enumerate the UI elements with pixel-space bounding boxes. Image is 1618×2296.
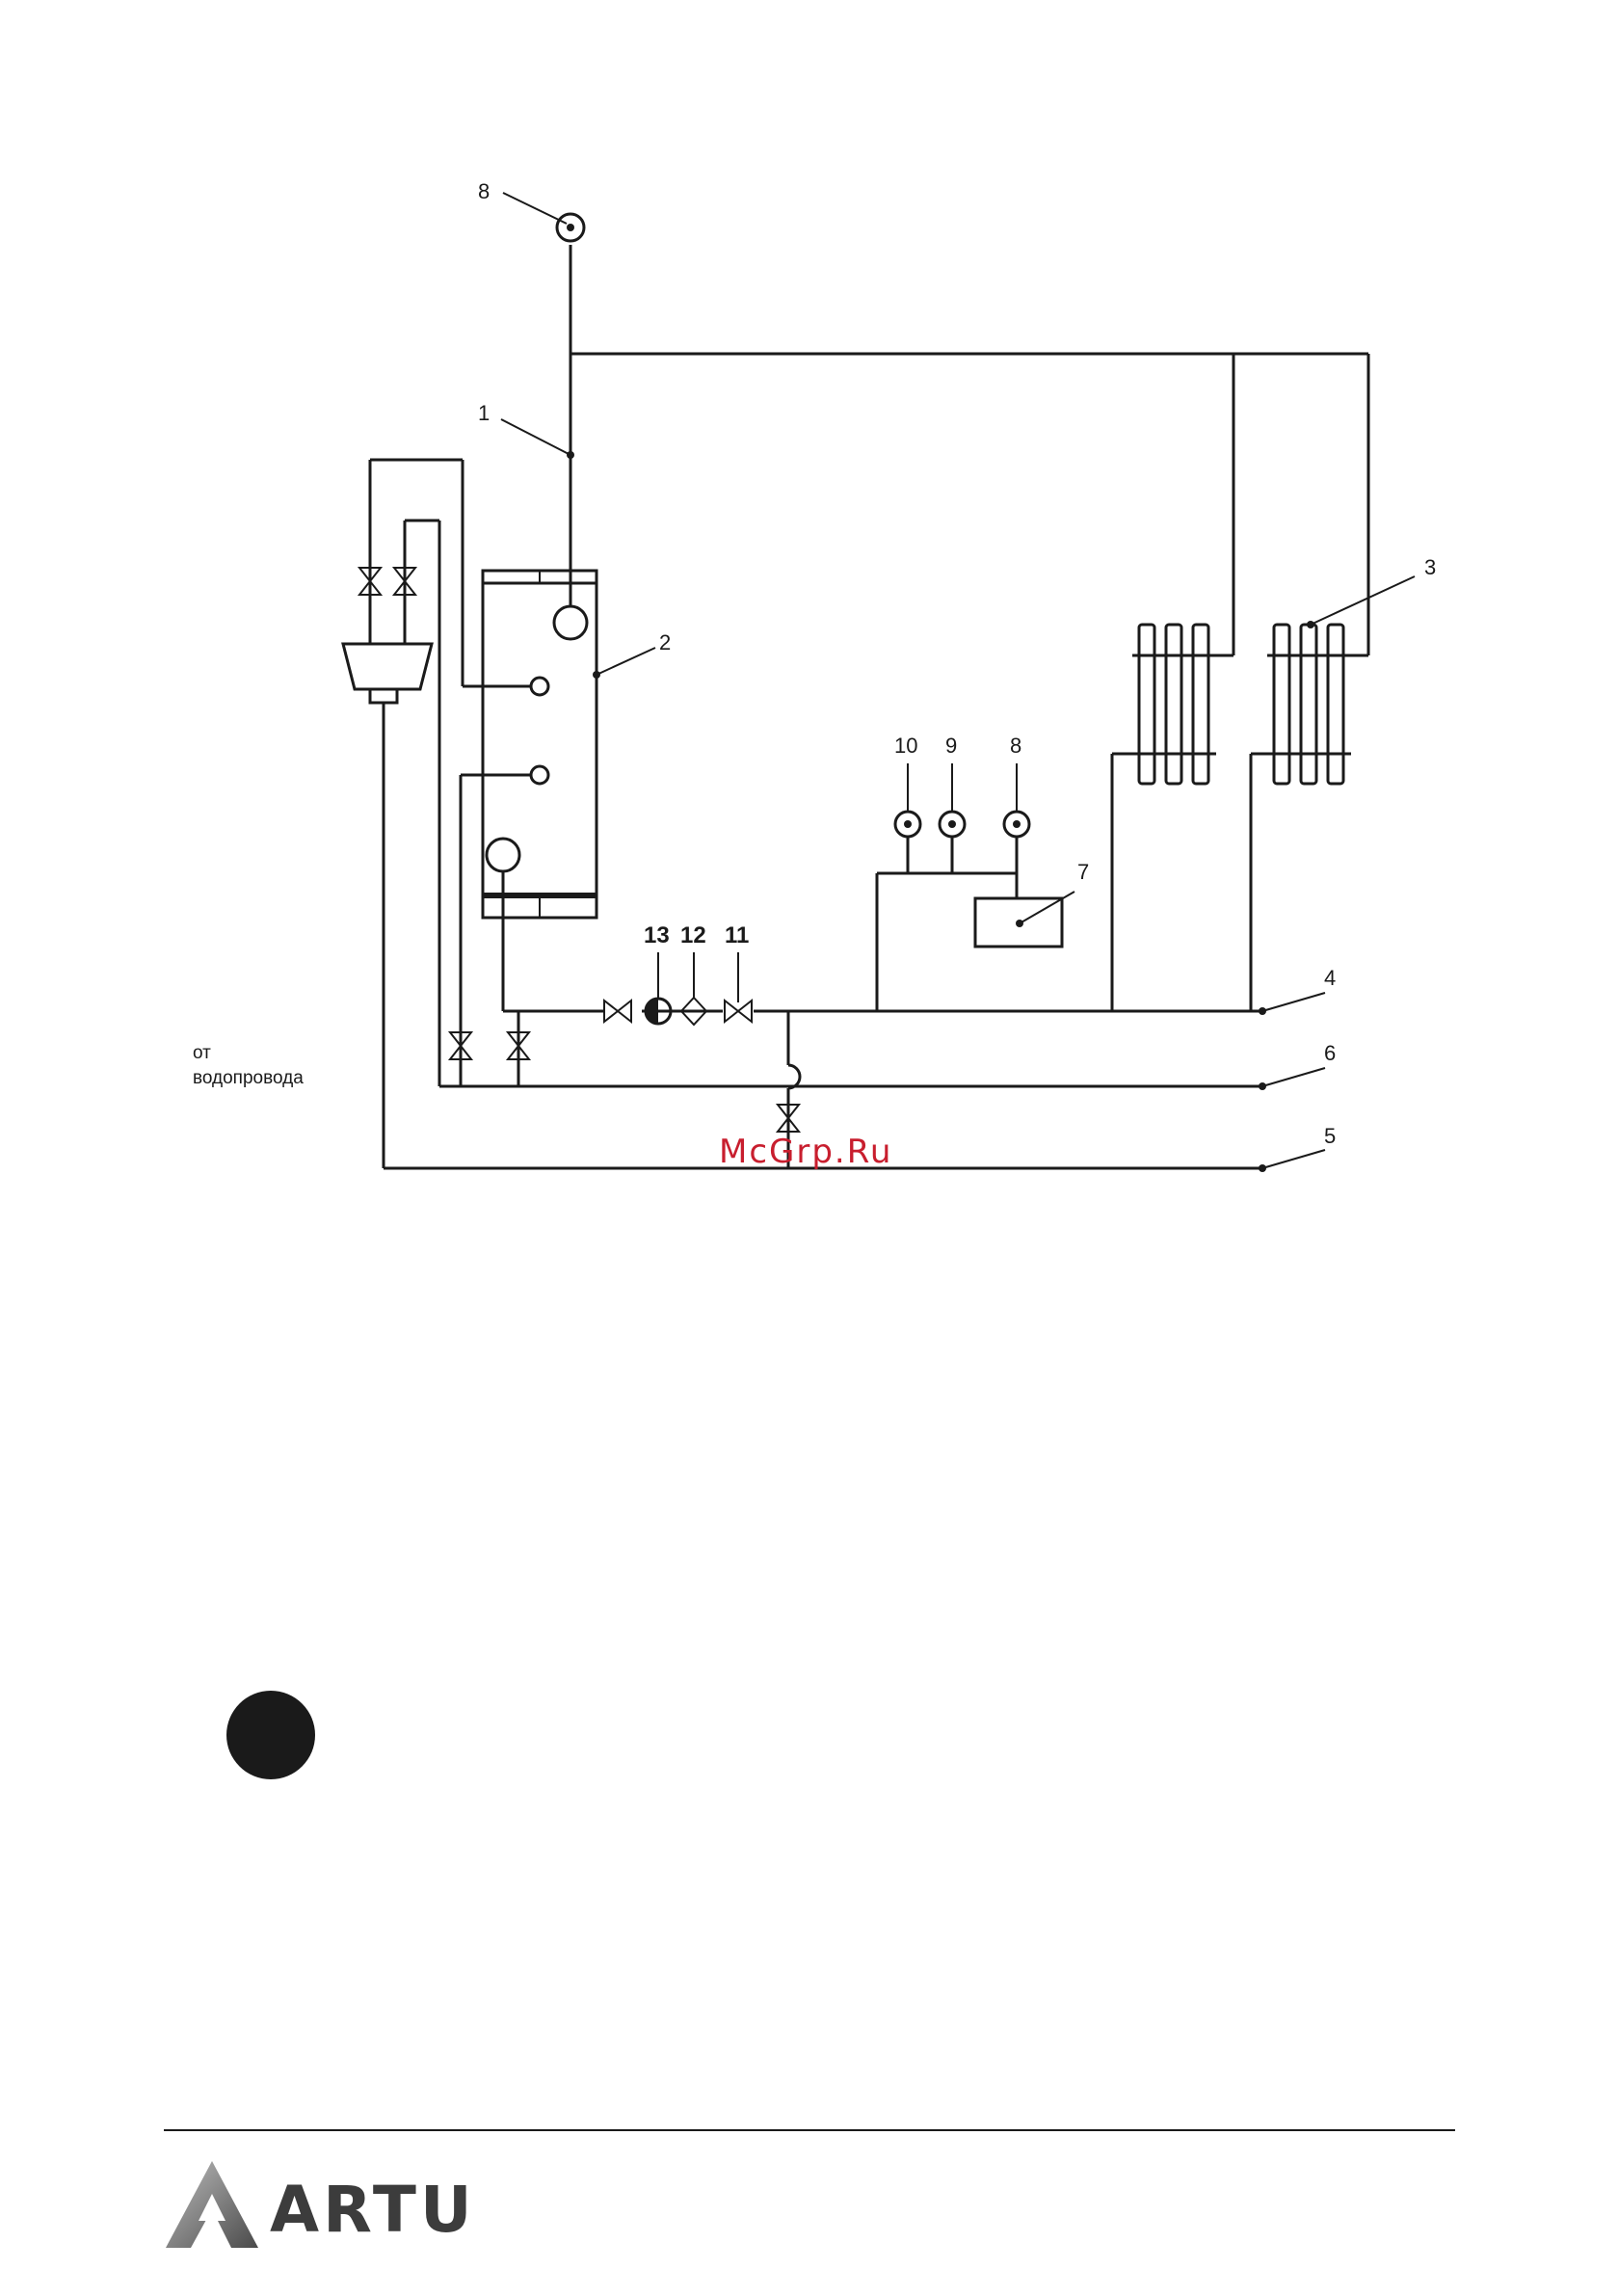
note-line-1: от: [193, 1041, 304, 1066]
label-12: 12: [680, 922, 706, 948]
label-13: 13: [644, 922, 670, 948]
radiator-right: [1267, 625, 1351, 784]
label-3: 3: [1424, 555, 1436, 579]
brand-name: ARTU: [270, 2173, 476, 2247]
gauge-8-top: [557, 214, 584, 241]
line-6: [405, 521, 1262, 1086]
main-line-4: [503, 871, 1262, 1168]
water-heater-tank: [483, 571, 597, 918]
label-8-top: 8: [478, 179, 490, 203]
leader-lines: [501, 193, 1415, 1168]
label-11: 11: [725, 922, 749, 948]
watermark: McGrp.Ru: [719, 1133, 892, 1171]
label-7: 7: [1077, 860, 1089, 884]
water-supply-note: от водопровода: [193, 1041, 304, 1091]
label-6: 6: [1324, 1041, 1336, 1065]
footer-divider: [164, 2129, 1455, 2131]
label-2: 2: [659, 630, 671, 654]
label-4: 4: [1324, 966, 1336, 990]
label-10: 10: [894, 734, 917, 758]
note-line-2: водопровода: [193, 1066, 304, 1091]
label-1: 1: [478, 401, 490, 425]
label-5: 5: [1324, 1124, 1336, 1148]
label-8-mid: 8: [1010, 734, 1021, 758]
expansion-section: [343, 460, 1262, 1168]
supply-pipe: [570, 245, 1368, 655]
label-9: 9: [945, 734, 957, 758]
bullet-icon: [226, 1691, 315, 1779]
radiator-left: [1132, 625, 1216, 784]
boiler-unit: [877, 812, 1062, 1011]
return-pipes: [1112, 754, 1270, 1011]
